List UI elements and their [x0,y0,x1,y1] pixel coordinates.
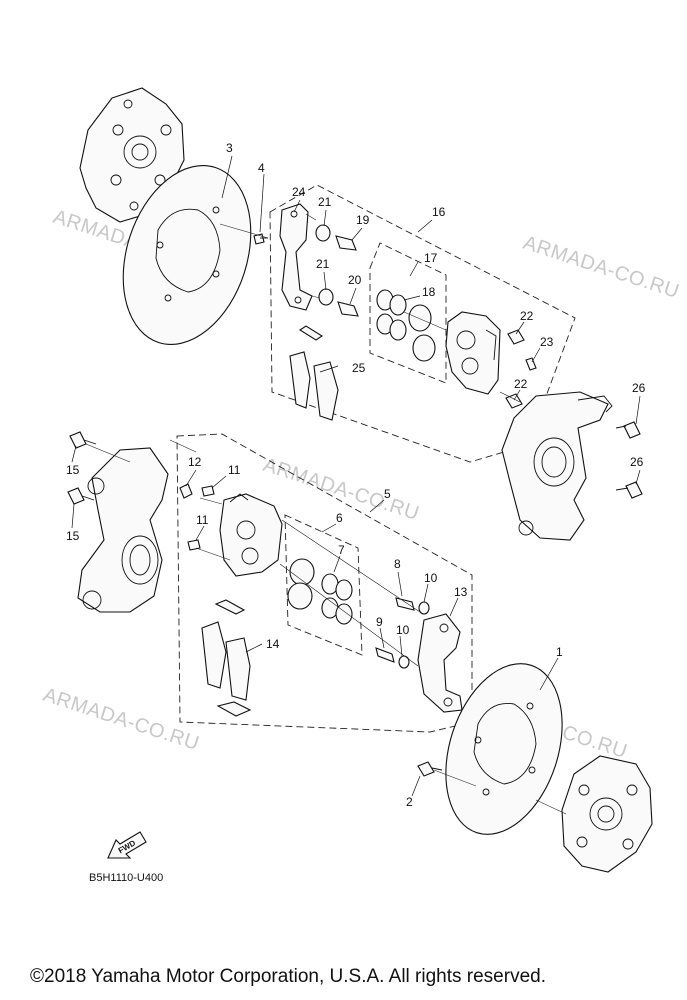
callouts: 3 4 24 21 19 16 17 21 20 18 22 23 22 25 … [66,141,646,809]
callout-21: 21 [316,257,330,271]
callout-21: 21 [318,195,332,209]
callout-26: 26 [630,455,644,469]
disc-bolt-upper [253,233,268,245]
callout-18: 18 [422,285,436,299]
callout-13: 13 [454,585,468,599]
alignment-lines [85,213,567,815]
callout-15: 15 [66,529,80,543]
callout-14: 14 [266,637,280,651]
callout-20: 20 [348,273,362,287]
callout-10: 10 [396,623,410,637]
slide-pins-lower [375,597,430,669]
watermark: ARMADA-CO.RU [40,684,202,755]
lower-caliper-small-parts [179,483,215,551]
callout-2: 2 [406,795,413,809]
callout-10: 10 [424,571,438,585]
callout-8: 8 [394,557,401,571]
lower-brake-disc [445,663,563,835]
callout-16: 16 [432,205,446,219]
lower-caliper-body [219,493,283,577]
slide-pins-upper [315,224,359,317]
upper-brake-disc [122,165,252,345]
callout-7: 7 [338,543,345,557]
callout-4: 4 [258,161,265,175]
upper-caliper-bracket [279,203,313,311]
lower-piston-kit-box [284,514,363,656]
copyright-notice: ©2018 Yamaha Motor Corporation, U.S.A. A… [30,966,546,987]
upper-piston-kit-box [369,242,447,384]
callout-5: 5 [384,487,391,501]
callout-17: 17 [424,251,438,265]
callout-19: 19 [356,213,370,227]
disc-bolt-lower [417,761,443,777]
callout-11: 11 [228,463,241,477]
callout-15: 15 [66,463,80,477]
right-knuckle [501,391,613,541]
lower-caliper-bracket [417,613,463,713]
leader-lines [71,155,641,797]
callout-6: 6 [336,511,343,525]
callout-11: 11 [196,513,209,527]
upper-caliper-bolts [505,329,537,409]
upper-piston-seals [376,289,436,362]
callout-24: 24 [292,185,306,199]
fwd-arrow: FWD [107,831,147,859]
upper-caliper-body [445,311,501,395]
upper-brake-pads [289,325,339,421]
callout-23: 23 [540,335,554,349]
callout-9: 9 [376,615,383,629]
watermark: ARMADA-CO.RU [520,232,682,303]
callout-1: 1 [556,645,563,659]
callout-22: 22 [514,377,528,391]
lower-right-hub [561,755,653,873]
knuckle-bolts-right [615,421,643,499]
callout-26: 26 [632,381,646,395]
callout-3: 3 [226,141,233,155]
knuckle-bolts-left [67,431,97,505]
lower-piston-seals [287,558,353,625]
diagram-reference-code: B5H1110-U400 [89,872,164,884]
callout-22: 22 [520,309,534,323]
callout-25: 25 [352,361,366,375]
callout-12: 12 [188,455,202,469]
left-knuckle [77,447,169,613]
lower-brake-pads [201,599,252,717]
